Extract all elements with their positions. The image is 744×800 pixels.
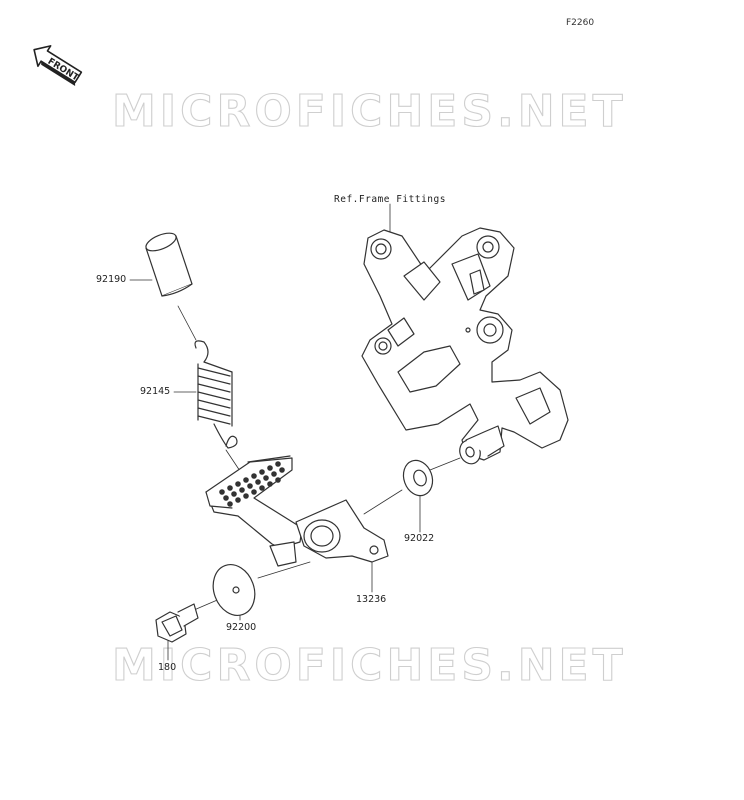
part-13236-pivot [295,499,389,563]
reference-label: Ref.Frame Fittings [334,194,446,205]
figure-code: F2260 [566,18,595,28]
part-92190-bushing [145,232,193,297]
front-arrow-icon: FRONT [33,45,83,86]
callout-92200: 92200 [226,622,257,633]
part-180-bolt [155,603,199,643]
part-92200-washer [212,564,256,616]
callout-92190: 92190 [96,274,127,285]
brake-pedal-lever [205,455,303,567]
callout-92145: 92145 [140,386,171,397]
callout-13236: 13236 [356,594,387,605]
watermark-bottom: MICROFICHES.NET [111,639,627,691]
frame-fitting-bracket [361,227,569,465]
callout-180: 180 [158,662,177,673]
watermark-top: MICROFICHES.NET [111,85,627,137]
pedal-tread [219,461,285,507]
part-92145-spring [194,340,238,449]
part-92022-washer [402,459,434,497]
callout-92022: 92022 [404,533,435,544]
